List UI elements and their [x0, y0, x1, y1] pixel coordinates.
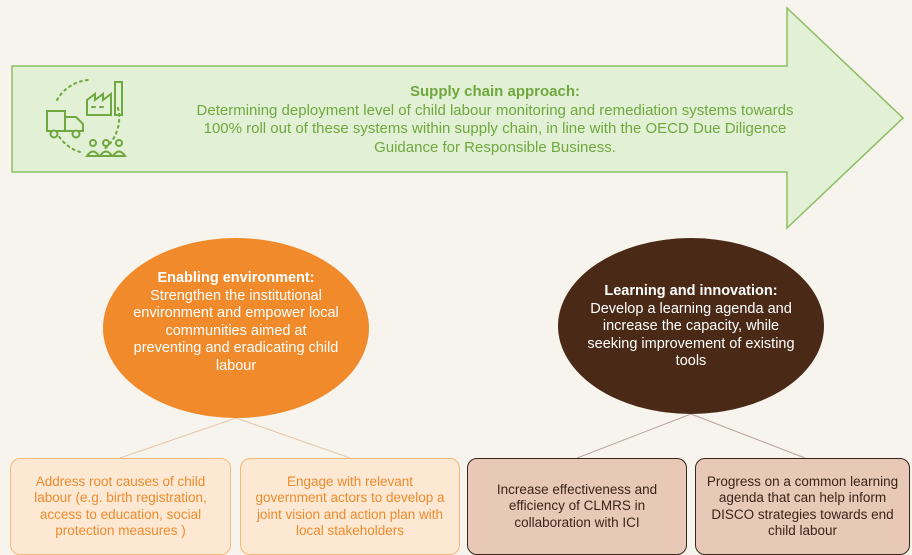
enabling-title: Enabling environment:	[157, 270, 315, 286]
enabling-box-text: Engage with relevant government actors t…	[255, 473, 445, 539]
learning-box-agenda: Progress on a common learning agenda tha…	[695, 458, 910, 555]
enabling-ellipse	[103, 238, 369, 418]
enabling-connectors	[119, 417, 351, 459]
learning-box-clmrs: Increase effectiveness and efficiency of…	[467, 458, 687, 555]
enabling-description: Strengthen the institutional environment…	[133, 287, 339, 374]
supply-chain-text: Supply chain approach: Determining deplo…	[180, 83, 810, 157]
supply-chain-description: Determining deployment level of child la…	[196, 101, 794, 156]
enabling-text: Enabling environment: Strengthen the ins…	[130, 270, 342, 375]
learning-title: Learning and innovation:	[604, 283, 778, 299]
learning-box-text: Increase effectiveness and efficiency of…	[496, 481, 658, 530]
enabling-box-text: Address root causes of child labour (e.g…	[34, 473, 207, 539]
enabling-box-root-causes: Address root causes of child labour (e.g…	[10, 458, 231, 555]
learning-text: Learning and innovation: Develop a learn…	[580, 283, 802, 371]
supply-chain-icon	[46, 79, 127, 157]
learning-ellipse	[558, 238, 824, 414]
learning-connectors	[576, 413, 806, 459]
enabling-box-government: Engage with relevant government actors t…	[240, 458, 460, 555]
supply-chain-arrow	[11, 6, 905, 230]
learning-description: Develop a learning agenda and increase t…	[587, 300, 795, 370]
learning-box-text: Progress on a common learning agenda tha…	[706, 473, 899, 539]
supply-chain-title: Supply chain approach:	[409, 83, 581, 100]
